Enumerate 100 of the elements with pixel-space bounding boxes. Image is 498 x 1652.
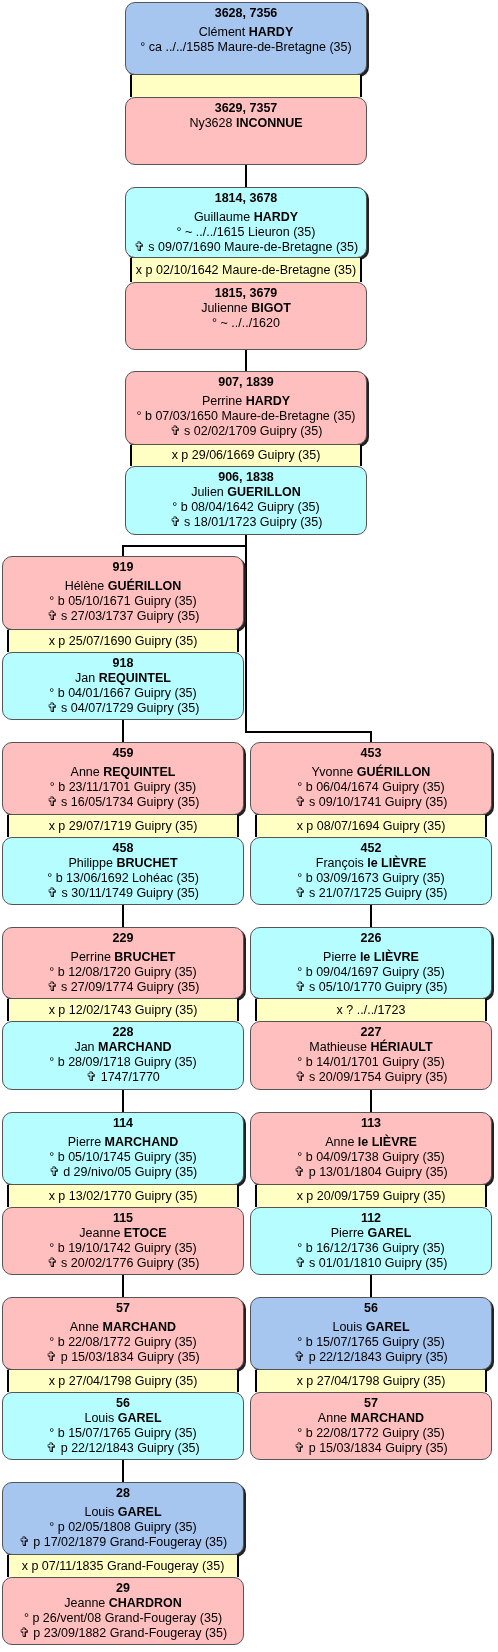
date-line: ° b 05/10/1671 Guipry (35)	[49, 594, 197, 609]
marriage-bar: x p 20/09/1759 Guipry (35)	[255, 1185, 487, 1207]
date-line: ✞ p 15/03/1834 Guipry (35)	[46, 1350, 200, 1365]
person-name: Mathieuse HÉRIAULT	[309, 1040, 433, 1055]
person-name: Anne REQUINTEL	[70, 765, 176, 780]
person-name: Louis GAREL	[332, 1320, 410, 1335]
date-line: ° b 16/12/1736 Guipry (35)	[297, 1241, 445, 1256]
descent-line	[122, 1089, 124, 1113]
sosa-number: 57	[116, 1301, 130, 1316]
date-line: ° b 09/04/1697 Guipry (35)	[297, 965, 445, 980]
person-box	[250, 1207, 492, 1275]
sosa-number: 906, 1838	[218, 470, 274, 485]
sosa-number: 56	[364, 1301, 378, 1316]
person-name: François le LIÈVRE	[315, 856, 427, 871]
person-box	[2, 1392, 244, 1460]
sosa-number: 1815, 3679	[214, 286, 278, 301]
date-line: ° b 12/08/1720 Guipry (35)	[49, 965, 197, 980]
marriage-bar: x p 12/02/1743 Guipry (35)	[7, 999, 239, 1021]
sosa-number: 918	[112, 656, 134, 671]
person-box	[125, 282, 367, 350]
person-name: Julienne BIGOT	[201, 301, 291, 316]
person-name: Louis GAREL	[84, 1411, 162, 1426]
descent-line	[245, 349, 247, 372]
person-name: Pierre MARCHAND	[67, 1135, 179, 1150]
person-box	[125, 466, 367, 535]
date-line: ✞ s 01/01/1810 Guipry (35)	[294, 1256, 448, 1271]
person-name: Jan MARCHAND	[74, 1040, 172, 1055]
descent-line	[370, 1089, 372, 1113]
sosa-number: 114	[112, 1116, 134, 1131]
person-box	[250, 1021, 492, 1090]
date-line: ✞ 1747/1770	[86, 1070, 160, 1085]
person-box	[125, 97, 367, 165]
date-line: ✞ s 21/07/1725 Guipry (35)	[294, 886, 448, 901]
date-line: ✞ p 15/03/1834 Guipry (35)	[294, 1441, 448, 1456]
date-line: ° b 04/09/1738 Guipry (35)	[297, 1150, 445, 1165]
date-line: ✞ s 05/10/1770 Guipry (35)	[294, 980, 448, 995]
person-name: Jan REQUINTEL	[75, 671, 171, 686]
person-box	[2, 1021, 244, 1090]
marriage-bar: x p 25/07/1690 Guipry (35)	[7, 630, 239, 652]
date-line: ° ca ../../1585 Maure-de-Bretagne (35)	[140, 40, 352, 55]
descent-line	[122, 1459, 124, 1483]
person-box	[125, 371, 367, 445]
marriage-bar: x p 02/10/1642 Maure-de-Bretagne (35)	[130, 258, 362, 282]
person-box	[2, 927, 244, 999]
marriage-bar: x p 13/02/1770 Guipry (35)	[7, 1185, 239, 1207]
person-name: Pierre le LIÈVRE	[323, 950, 419, 965]
date-line: ° p 02/05/1808 Guipry (35)	[49, 1520, 197, 1535]
person-box	[2, 652, 244, 720]
person-name: Pierre GAREL	[330, 1226, 412, 1241]
descent-line	[370, 904, 372, 928]
sosa-number: 458	[112, 841, 134, 856]
sosa-number: 113	[360, 1116, 382, 1131]
date-line: ✞ d 29/nivo/05 Guipry (35)	[48, 1165, 198, 1180]
person-box	[2, 1577, 244, 1645]
person-box	[250, 927, 492, 999]
person-name: Jeanne CHARDRON	[64, 1596, 182, 1611]
date-line: ° b 14/01/1701 Guipry (35)	[297, 1055, 445, 1070]
sosa-number: 452	[360, 841, 382, 855]
sosa-number: 227	[360, 1025, 382, 1039]
date-line: ° b 15/07/1765 Guipry (35)	[297, 1335, 445, 1350]
date-line: ✞ s 27/03/1737 Guipry (35)	[46, 609, 200, 624]
date-line: ° b 06/04/1674 Guipry (35)	[297, 780, 445, 795]
person-name: Yvonne GUÉRILLON	[311, 765, 431, 780]
date-line: ° b 13/06/1692 Lohéac (35)	[47, 871, 199, 886]
person-name: Anne MARCHAND	[317, 1411, 425, 1426]
marriage-bar: x p 07/11/1835 Grand-Fougeray (35)	[7, 1555, 239, 1577]
person-box	[250, 1112, 492, 1185]
person-box	[250, 837, 492, 905]
sosa-number: 29	[116, 1581, 130, 1596]
marriage-bar: x p 29/07/1719 Guipry (35)	[7, 815, 239, 837]
person-box	[2, 837, 244, 905]
person-box	[2, 1482, 244, 1555]
person-box	[2, 1112, 244, 1185]
person-name: Hélène GUÉRILLON	[64, 579, 182, 594]
person-name: Anne le LIÈVRE	[325, 1135, 417, 1150]
person-box	[2, 742, 244, 815]
marriage-bar: x ? ../../1723	[255, 999, 487, 1021]
sosa-number: 453	[360, 746, 382, 761]
date-line: ✞ p 17/02/1879 Grand-Fougeray (35)	[18, 1535, 228, 1550]
date-line: ✞ s 20/09/1754 Guipry (35)	[294, 1070, 448, 1085]
descent-line	[245, 534, 372, 743]
person-box	[2, 1207, 244, 1275]
sosa-number: 112	[360, 1211, 382, 1226]
date-line: ° b 28/09/1718 Guipry (35)	[49, 1055, 197, 1070]
person-name: Perrine BRUCHET	[70, 950, 176, 965]
person-name: Guillaume HARDY	[193, 210, 299, 225]
person-box	[2, 1297, 244, 1370]
sosa-number: 28	[116, 1486, 130, 1501]
date-line: ✞ s 04/07/1729 Guipry (35)	[46, 701, 200, 716]
sosa-number: 3628, 7356	[214, 6, 278, 21]
person-name: Anne MARCHAND	[69, 1320, 177, 1335]
marriage-bar: x p 29/06/1669 Guipry (35)	[130, 445, 362, 466]
date-line: ✞ p 22/12/1843 Guipry (35)	[46, 1441, 200, 1456]
date-line: ✞ s 20/02/1776 Guipry (35)	[46, 1256, 200, 1271]
date-line: ✞ s 02/02/1709 Guipry (35)	[169, 424, 323, 439]
descent-line	[122, 719, 124, 743]
descent-line	[122, 904, 124, 928]
date-line: ° ~ ../../1620	[212, 316, 280, 331]
date-line: ✞ s 27/09/1774 Guipry (35)	[46, 980, 200, 995]
sosa-number: 459	[112, 746, 134, 761]
